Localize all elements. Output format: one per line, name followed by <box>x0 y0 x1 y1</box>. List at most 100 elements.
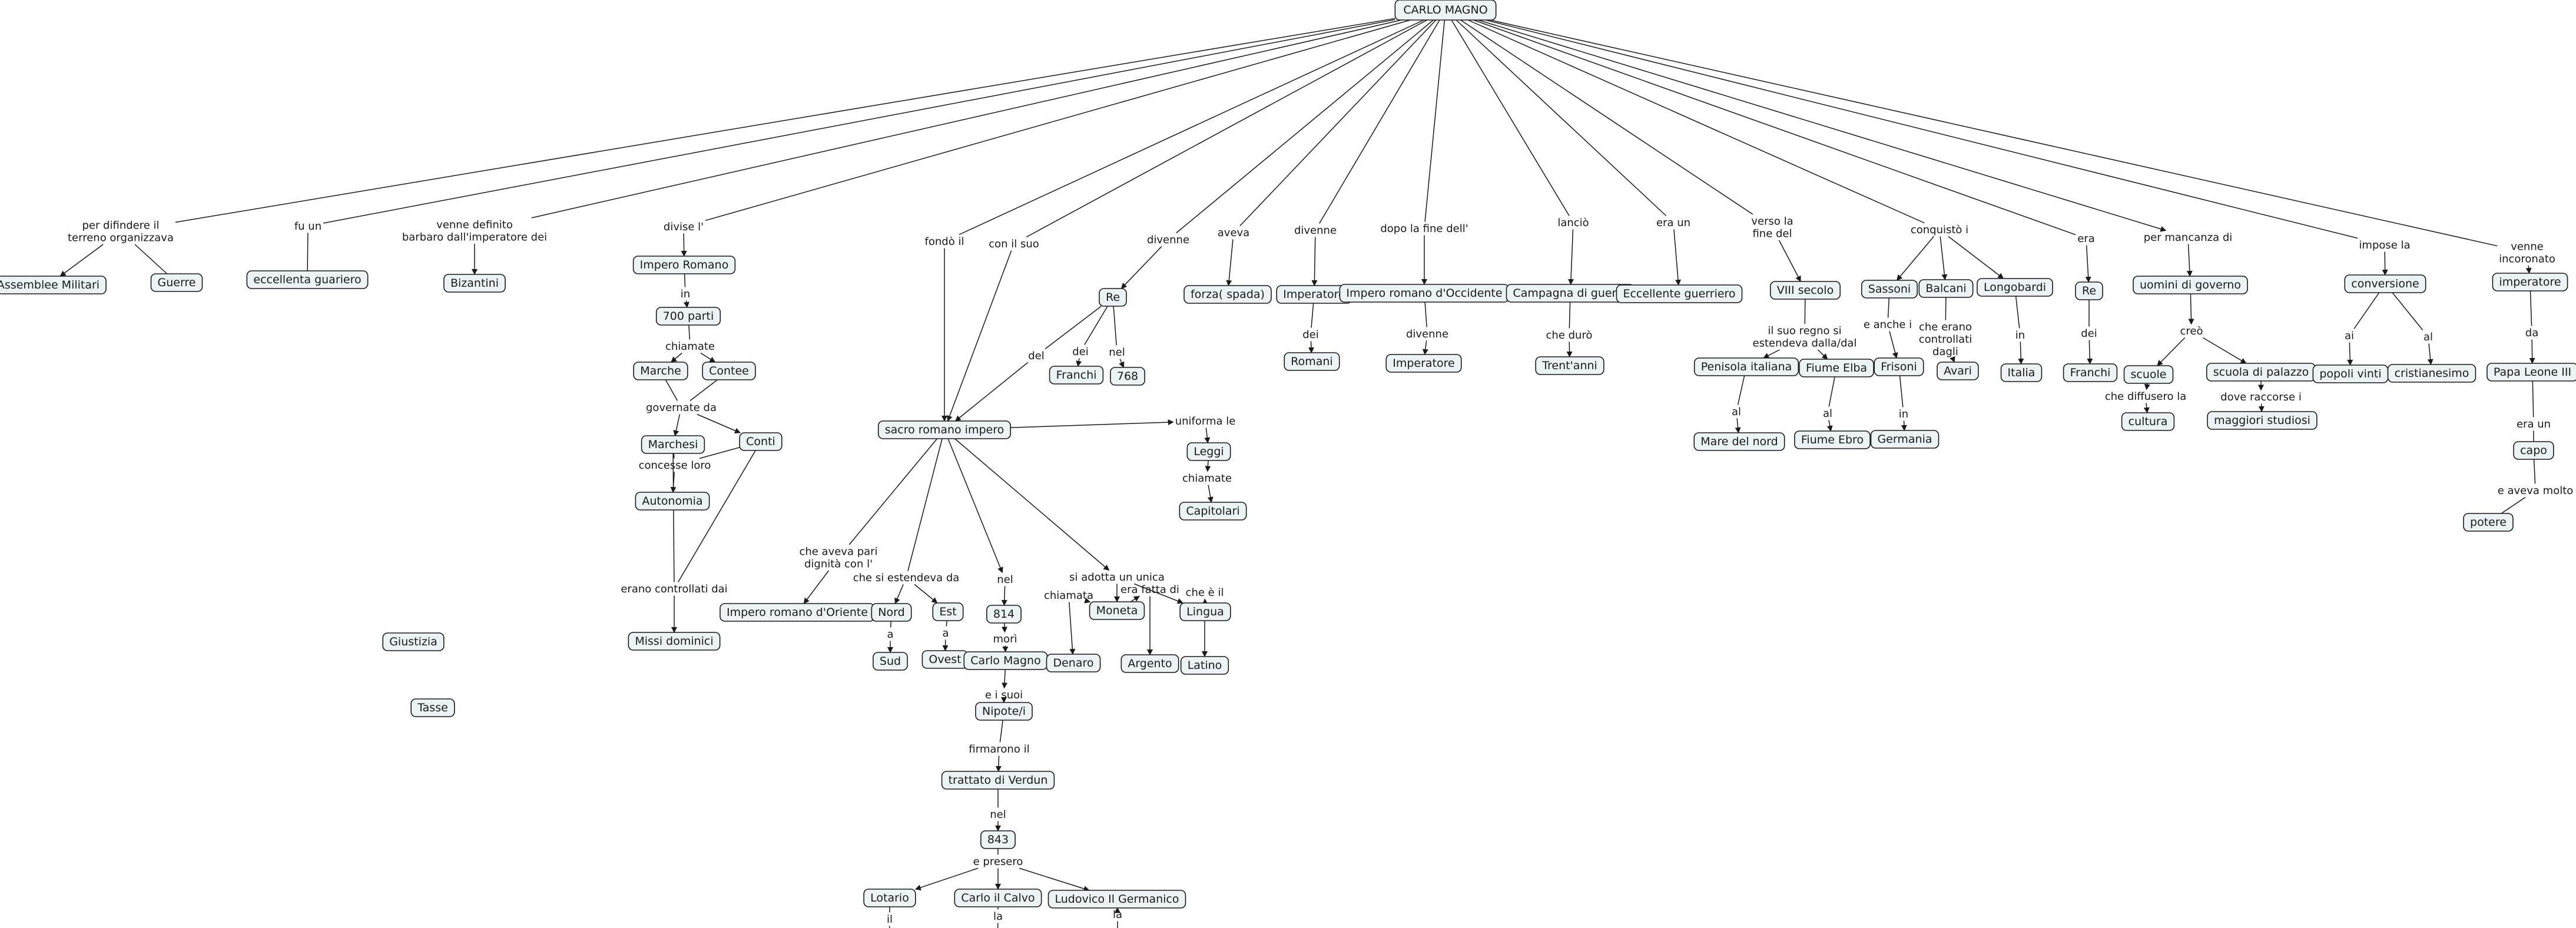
concept-label: Trent'anni <box>1541 359 1597 372</box>
concept-trentanni[interactable]: Trent'anni <box>1535 356 1604 375</box>
concept-box <box>150 273 203 292</box>
linking-phrase-eraun1: era un <box>1656 217 1690 229</box>
concept-latino[interactable]: Latino <box>1180 656 1229 675</box>
concept-sassoni[interactable]: Sassoni <box>1861 280 1918 299</box>
linking-phrase-text: al <box>1823 407 1832 420</box>
concept-moneta[interactable]: Moneta <box>1089 601 1145 620</box>
concept-penisola[interactable]: Penisola italiana <box>1693 357 1799 376</box>
concept-mare[interactable]: Mare del nord <box>1693 432 1785 451</box>
concept-scuole[interactable]: scuole <box>2123 365 2174 384</box>
concept-ovest[interactable]: Ovest <box>921 650 969 669</box>
concept-studiosi[interactable]: maggiori studiosi <box>2207 411 2318 430</box>
concept-germania2[interactable]: Germania <box>1870 430 1940 449</box>
concept-lotario[interactable]: Lotario <box>863 889 916 907</box>
concept-parti700[interactable]: 700 parti <box>655 307 721 326</box>
concept-potere[interactable]: potere <box>2463 513 2514 532</box>
concept-box <box>975 702 1033 721</box>
concept-autonomia[interactable]: Autonomia <box>635 492 710 511</box>
concept-longobardi[interactable]: Longobardi <box>1977 278 2053 297</box>
concept-uomini[interactable]: uomini di governo <box>2133 276 2248 294</box>
concept-re2[interactable]: Re <box>2075 281 2103 300</box>
concept-n768[interactable]: 768 <box>1110 367 1145 386</box>
concept-re1[interactable]: Re <box>1099 288 1127 307</box>
arrow-connector <box>1901 420 1907 431</box>
concept-capitolari[interactable]: Capitolari <box>1179 502 1247 521</box>
concept-franchi2[interactable]: Franchi <box>2063 363 2118 382</box>
concept-denaro[interactable]: Denaro <box>1046 654 1101 672</box>
arrow-connector <box>1896 236 1934 281</box>
concept-label: Ludovico Il Germanico <box>1055 893 1179 906</box>
concept-romani[interactable]: Romani <box>1284 352 1340 371</box>
linking-phrase-text: conquistò i <box>1911 224 1968 236</box>
line-connector <box>1899 375 1904 407</box>
concept-cristianesimo[interactable]: cristianesimo <box>2387 364 2476 383</box>
concept-nipoti[interactable]: Nipote/i <box>975 702 1033 721</box>
linking-phrase-text: del <box>1028 350 1045 362</box>
concept-ebro[interactable]: Fiume Ebro <box>1794 430 1871 449</box>
concept-sud[interactable]: Sud <box>873 652 908 671</box>
concept-label: Capitolari <box>1186 505 1239 518</box>
linking-phrase-la2: la <box>1113 909 1122 921</box>
concept-eccellenta[interactable]: eccellenta guariero <box>246 270 369 289</box>
concept-eccellente[interactable]: Eccellente guerriero <box>1616 284 1743 303</box>
concept-imperatore3[interactable]: imperatore <box>2492 273 2568 291</box>
concept-marchesi[interactable]: Marchesi <box>641 435 705 454</box>
concept-label: Missi dominici <box>635 635 713 648</box>
concept-leggi[interactable]: Leggi <box>1186 442 1231 461</box>
concept-occidente[interactable]: Impero romano d'Occidente <box>1339 284 1510 303</box>
concept-missi[interactable]: Missi dominici <box>628 632 721 651</box>
concept-conversione[interactable]: conversione <box>2344 274 2426 293</box>
concept-ludovico[interactable]: Ludovico Il Germanico <box>1047 890 1186 909</box>
concept-franchi1[interactable]: Franchi <box>1049 366 1104 385</box>
concept-leone[interactable]: Papa Leone III <box>2487 363 2576 382</box>
concept-est[interactable]: Est <box>932 602 964 621</box>
concept-box <box>1120 654 1179 673</box>
concept-oriente[interactable]: Impero romano d'Oriente <box>720 603 875 622</box>
concept-guerre[interactable]: Guerre <box>150 273 203 292</box>
concept-sacro[interactable]: sacro romano impero <box>877 420 1012 439</box>
concept-verdun[interactable]: trattato di Verdun <box>941 771 1055 790</box>
line-connector <box>1473 19 2076 236</box>
line-connector <box>307 233 309 271</box>
concept-italia[interactable]: Italia <box>2000 363 2043 382</box>
concept-argento[interactable]: Argento <box>1120 654 1179 673</box>
concept-n843[interactable]: 843 <box>980 830 1016 849</box>
concept-contee[interactable]: Contee <box>702 362 756 380</box>
concept-carloMagno2[interactable]: Carlo Magno <box>963 651 1048 670</box>
concept-elba[interactable]: Fiume Elba <box>1799 359 1874 377</box>
concept-popoli[interactable]: popoli vinti <box>2312 364 2389 383</box>
concept-balcani[interactable]: Balcani <box>1918 279 1974 298</box>
concept-imperatore2[interactable]: Imperatore <box>1385 354 1462 373</box>
linking-phrase-text: lanciò <box>1557 217 1589 229</box>
concept-cultura[interactable]: cultura <box>2121 412 2175 431</box>
linking-phrase-text: fu un <box>294 220 321 233</box>
linking-phrase-text: divenne <box>1294 224 1337 237</box>
concept-marche[interactable]: Marche <box>633 362 688 380</box>
concept-lingua[interactable]: Lingua <box>1179 602 1231 621</box>
concept-campagna[interactable]: Campagna di guerra <box>1506 284 1635 303</box>
concept-giustizia[interactable]: Giustizia <box>382 632 445 651</box>
concept-tasse[interactable]: Tasse <box>410 698 455 717</box>
concept-viii[interactable]: VIII secolo <box>1769 281 1841 300</box>
linking-phrase-fondo: fondò il <box>925 236 964 248</box>
concept-forza[interactable]: forza( spada) <box>1183 285 1272 304</box>
concept-bizantini[interactable]: Bizantini <box>443 274 506 293</box>
concept-box <box>1799 359 1874 377</box>
linking-phrase-creo: creò <box>2180 325 2203 337</box>
concept-frisoni[interactable]: Frisoni <box>1874 357 1924 376</box>
line-connector <box>1485 19 2358 239</box>
concept-root[interactable]: CARLO MAGNO <box>1394 0 1497 21</box>
concept-assemblee[interactable]: Assemblee Militari <box>0 276 107 294</box>
concept-imperoRomano[interactable]: Impero Romano <box>632 256 736 274</box>
arrow-connector <box>1019 867 1090 892</box>
concept-calvo[interactable]: Carlo il Calvo <box>954 889 1042 907</box>
concept-avari[interactable]: Avari <box>1937 362 1979 380</box>
concept-palazzo[interactable]: scuola di palazzo <box>2206 363 2316 382</box>
concept-capo[interactable]: capo <box>2513 441 2554 460</box>
concept-n814[interactable]: 814 <box>986 605 1022 624</box>
concept-nord[interactable]: Nord <box>871 603 912 622</box>
concept-conti[interactable]: Conti <box>739 432 783 451</box>
linking-phrase-text: uniforma le <box>1175 415 1236 427</box>
